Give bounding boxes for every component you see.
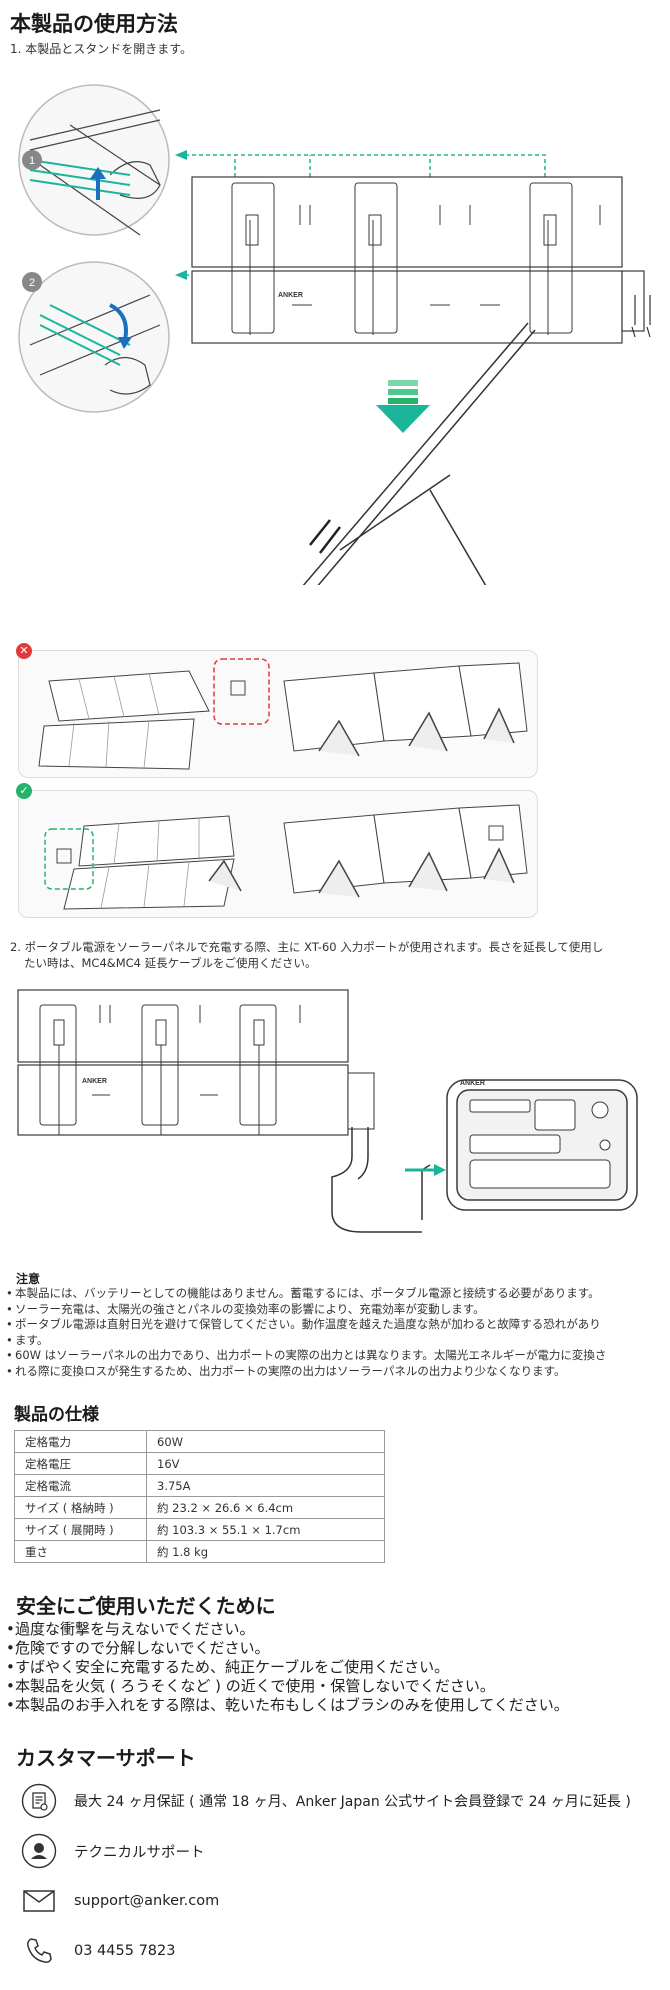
support-phone-row: 03 4455 7823 (20, 1932, 175, 1970)
mail-icon (20, 1882, 58, 1920)
step2-text-line1: 2. ポータブル電源をソーラーパネルで充電する際、主に XT-60 入力ポートが… (10, 940, 604, 954)
correct-usage-card (18, 790, 538, 918)
step2-text-line2: たい時は、MC4&MC4 延長ケーブルをご使用ください。 (24, 956, 317, 970)
support-technical-row: テクニカルサポート (20, 1832, 205, 1870)
email-link[interactable]: support@anker.com (74, 1893, 220, 1909)
table-row: 重さ約 1.8 kg (14, 1540, 385, 1563)
check-icon: ✓ (16, 783, 32, 799)
svg-text:ANKER: ANKER (460, 1080, 485, 1087)
safety-item: 過度な衝撃を与えないでください。 (6, 1620, 666, 1639)
error-icon: ✕ (16, 643, 32, 659)
note-item-continued: ます。 (6, 1333, 666, 1349)
note-item: 本製品には、バッテリーとしての機能はありません。蓄電するには、ポータブル電源と接… (6, 1286, 666, 1302)
step1-text: 1. 本製品とスタンドを開きます。 (10, 42, 193, 56)
warranty-document-icon (20, 1782, 58, 1820)
step2-diagram: ANKER ANKER (10, 985, 660, 1235)
notes-title: 注意 (16, 1272, 41, 1286)
usage-title: 本製品の使用方法 (10, 12, 178, 36)
warranty-text: 最大 24 ヶ月保証 ( 通常 18 ヶ月、Anker Japan 公式サイト会… (74, 1794, 631, 1810)
svg-text:ANKER: ANKER (82, 1078, 107, 1085)
technical-support-text: テクニカルサポート (74, 1844, 205, 1861)
safety-list: 過度な衝撃を与えないでください。 危険ですので分解しないでください。 すばやく安… (6, 1620, 666, 1715)
step1-badge-1: 1 (29, 155, 35, 167)
table-row: サイズ ( 展開時 )約 103.3 × 55.1 × 1.7cm (14, 1518, 385, 1541)
wrong-usage-card (18, 650, 538, 778)
note-item-continued: れる際に変換ロスが発生するため、出力ポートの実際の出力はソーラーパネルの出力より… (6, 1364, 666, 1380)
safety-title: 安全にご使用いただくために (16, 1594, 276, 1618)
support-title: カスタマーサポート (16, 1746, 196, 1770)
panel-brand: ANKER (278, 292, 303, 299)
support-warranty-row: 最大 24 ヶ月保証 ( 通常 18 ヶ月、Anker Japan 公式サイト会… (20, 1782, 631, 1820)
specs-title: 製品の仕様 (14, 1405, 99, 1425)
support-email-row: support@anker.com (20, 1882, 219, 1920)
phone-icon (20, 1932, 58, 1970)
table-row: サイズ ( 格納時 )約 23.2 × 26.6 × 6.4cm (14, 1496, 385, 1519)
phone-number[interactable]: 03 4455 7823 (74, 1943, 176, 1959)
safety-item: すばやく安全に充電するため、純正ケーブルをご使用ください。 (6, 1658, 666, 1677)
safety-item: 危険ですので分解しないでください。 (6, 1639, 666, 1658)
step1-diagram: 1 2 (10, 65, 660, 585)
safety-item: 本製品のお手入れをする際は、乾いた布もしくはブラシのみを使用してください。 (6, 1696, 666, 1715)
safety-item: 本製品を火気 ( ろうそくなど ) の近くで使用・保管しないでください。 (6, 1677, 666, 1696)
notes-list: 本製品には、バッテリーとしての機能はありません。蓄電するには、ポータブル電源と接… (6, 1286, 666, 1379)
note-item: ソーラー充電は、太陽光の強さとパネルの変換効率の影響により、充電効率が変動します… (6, 1302, 666, 1318)
person-icon (20, 1832, 58, 1870)
step1-badge-2: 2 (29, 277, 35, 289)
note-item: ポータブル電源は直射日光を避けて保管してください。動作温度を越えた過度な熱が加わ… (6, 1317, 666, 1333)
note-item: 60W はソーラーパネルの出力であり、出力ポートの実際の出力とは異なります。太陽… (6, 1348, 666, 1364)
